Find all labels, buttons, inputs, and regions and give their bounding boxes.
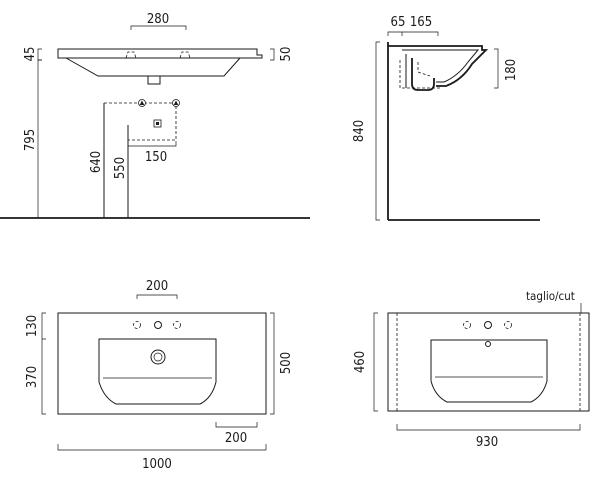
top-bowl-outline <box>98 338 217 405</box>
front-dim-280-line <box>130 25 187 30</box>
top-view-1000: 200 130 370 500 200 1000 <box>25 279 294 472</box>
front-dim-550-label: 550 <box>113 157 128 179</box>
side-dim-180-line <box>494 48 499 89</box>
front-dim-50-line <box>270 48 275 61</box>
top-dim-1000-label: 1000 <box>142 457 172 472</box>
top-dim-200-tap-line <box>136 294 178 299</box>
cut-drain <box>485 341 491 347</box>
cut-dim-930-label: 930 <box>476 435 498 450</box>
front-basin-bowl <box>65 57 241 77</box>
cut-bowl-outline <box>430 339 548 403</box>
top-dim-200-right-line <box>215 422 258 428</box>
front-dim-45-line <box>37 48 42 61</box>
side-trap <box>411 58 435 91</box>
front-dim-45-label: 45 <box>23 47 38 62</box>
side-dim-165-label: 165 <box>410 15 432 30</box>
top-tap-hole-right <box>173 321 181 329</box>
front-tap-hole-left <box>125 51 137 59</box>
front-dim-50-label: 50 <box>279 47 294 62</box>
front-dim-640-label: 640 <box>89 151 104 173</box>
side-bowl-guide-2 <box>417 62 431 77</box>
cut-dim-460-label: 460 <box>353 351 368 373</box>
top-dim-370-label: 370 <box>25 366 40 388</box>
front-elevation-view: 280 45 50 795 640 550 150 <box>0 12 310 219</box>
top-dim-1000-line <box>57 444 267 451</box>
top-drain-inner <box>153 352 163 362</box>
top-dim-130-label: 130 <box>25 315 40 337</box>
top-dim-500-label: 500 <box>279 352 294 374</box>
cut-annotation-cut: cut <box>559 289 575 303</box>
side-bowl-guide <box>399 60 440 89</box>
side-basin-inner <box>402 49 480 83</box>
cut-basin-outline <box>387 312 590 412</box>
cut-dim-930-line <box>396 424 581 431</box>
top-dim-500-line <box>270 312 275 415</box>
top-tap-hole-center <box>154 321 162 329</box>
top-drain <box>150 349 166 365</box>
cut-tap-hole-right <box>504 321 512 329</box>
front-dim-795-label: 795 <box>23 129 38 151</box>
front-supply-valve-left-icon <box>138 99 146 107</box>
front-dim-795-line <box>37 59 42 218</box>
top-dim-130-370-line <box>41 312 46 415</box>
front-dim-150-label: 150 <box>145 150 167 165</box>
front-supply-outline <box>104 102 177 141</box>
cut-dim-460-line <box>373 312 378 412</box>
top-tap-hole-left <box>133 321 141 329</box>
cut-annotation-label: taglio/cut <box>526 289 575 303</box>
side-dim-65-label: 65 <box>391 15 406 30</box>
side-basin-profile <box>388 45 489 87</box>
side-dim-180-label: 180 <box>504 59 519 81</box>
cut-top-view-930: taglio/cut 460 930 <box>353 289 590 450</box>
front-tap-hole-right <box>179 51 191 59</box>
top-basin-outline <box>57 312 267 415</box>
front-basin-waste <box>147 76 161 85</box>
front-waste-outlet-icon <box>153 119 162 128</box>
cut-tap-hole-center <box>484 321 492 329</box>
top-dim-200-right-label: 200 <box>225 431 247 446</box>
front-basin-top <box>57 48 263 59</box>
front-supply-valve-right-icon <box>172 99 180 107</box>
side-dim-840-line <box>375 41 380 221</box>
cut-tap-hole-left <box>463 321 471 329</box>
top-dim-200-tap-label: 200 <box>146 279 168 294</box>
side-section-view: 65 165 180 840 <box>352 15 540 221</box>
front-dim-280-label: 280 <box>147 12 169 27</box>
side-dim-65-165-line <box>387 31 439 36</box>
cut-annotation-taglio: taglio/ <box>526 289 559 303</box>
side-dim-840-label: 840 <box>352 120 367 142</box>
front-dim-150-line <box>127 141 177 147</box>
